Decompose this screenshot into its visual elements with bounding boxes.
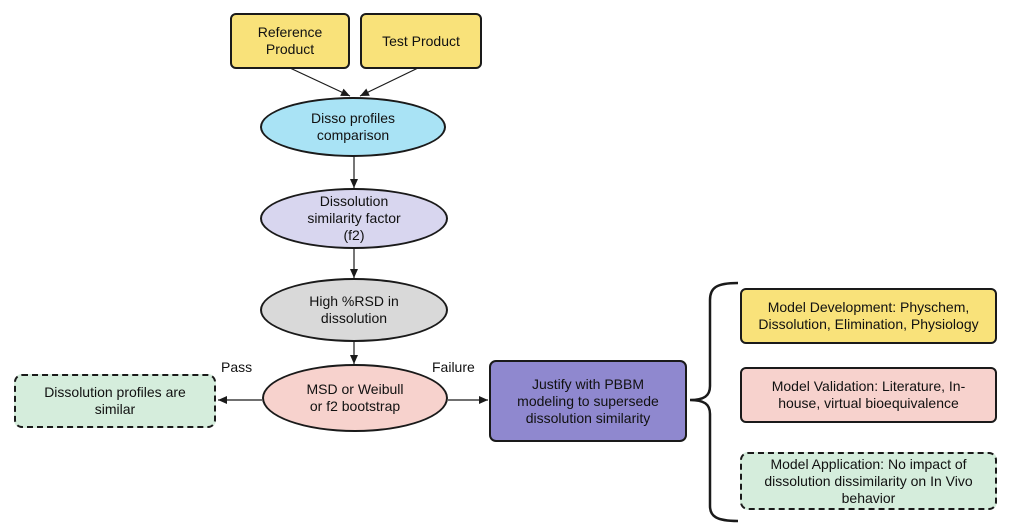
arrow-reference-to-comparison	[289, 67, 351, 97]
high-rsd-label: High %RSD in dissolution	[309, 293, 399, 326]
pass-label: Pass	[221, 359, 253, 375]
arrow-test-to-comparison	[359, 67, 419, 97]
model-validation-node: Model Validation: Literature, In-house, …	[740, 367, 997, 423]
high-rsd-node: High %RSD in dissolution	[260, 278, 448, 342]
model-application-label: Model Application: No impact of dissolut…	[764, 455, 973, 506]
curly-brace	[689, 281, 739, 523]
test-product-label: Test Product	[382, 32, 460, 49]
justify-pbbm-node: Justify with PBBM modeling to supersede …	[489, 360, 687, 442]
similarity-factor-node: Dissolution similarity factor (f2)	[260, 188, 448, 249]
similarity-factor-label: Dissolution similarity factor (f2)	[307, 193, 401, 243]
msd-weibull-label: MSD or Weibull or f2 bootstrap	[306, 381, 404, 414]
profiles-similar-label: Dissolution profiles are similar	[44, 384, 186, 417]
profiles-similar-node: Dissolution profiles are similar	[14, 374, 216, 428]
failure-label: Failure	[432, 359, 475, 375]
reference-product-node: Reference Product	[230, 13, 350, 69]
test-product-node: Test Product	[360, 13, 482, 69]
msd-weibull-node: MSD or Weibull or f2 bootstrap	[262, 364, 448, 432]
model-development-label: Model Development: Physchem, Dissolution…	[758, 299, 979, 332]
model-validation-label: Model Validation: Literature, In-house, …	[771, 378, 966, 411]
disso-comparison-node: Disso profiles comparison	[260, 97, 446, 157]
justify-pbbm-label: Justify with PBBM modeling to supersede …	[517, 375, 659, 426]
reference-product-label: Reference Product	[257, 24, 323, 57]
disso-comparison-label: Disso profiles comparison	[310, 110, 396, 143]
model-development-node: Model Development: Physchem, Dissolution…	[740, 288, 997, 344]
model-application-node: Model Application: No impact of dissolut…	[740, 452, 997, 510]
